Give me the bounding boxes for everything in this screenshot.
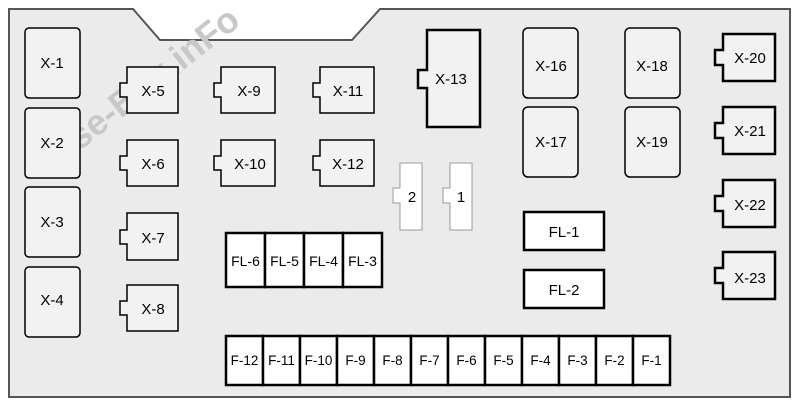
relay-x10-label: X-10 (234, 156, 266, 173)
relay-x13-label: X-13 (435, 71, 467, 88)
fuse-f12-label: F-12 (231, 353, 259, 368)
fusible-link-fl1-label: FL-1 (549, 224, 580, 241)
relay-x16: X-16 (522, 27, 579, 99)
fuse-f9-label: F-9 (345, 353, 365, 368)
relay-x9-label: X-9 (237, 83, 260, 100)
relay-x2-label: X-2 (40, 135, 63, 152)
fuse-f8-label: F-8 (382, 353, 402, 368)
relay-x18: X-18 (624, 27, 681, 99)
relay-x11-label: X-11 (333, 83, 364, 100)
fuse-f6: F-6 (446, 334, 487, 387)
relay-x13: X-13 (416, 28, 482, 129)
spare-slot-1-label: 1 (457, 189, 465, 206)
fuse-f1-label: F-1 (641, 353, 661, 368)
fusible-link-fl3: FL-3 (341, 231, 384, 289)
fusible-link-fl4-label: FL-4 (309, 253, 338, 269)
fusible-link-fl6-label: FL-6 (231, 253, 260, 269)
relay-x19: X-19 (624, 106, 681, 178)
fuse-f12: F-12 (224, 334, 265, 387)
relay-x21: X-21 (713, 105, 777, 156)
relay-x3: X-3 (24, 186, 81, 258)
relay-x11: X-11 (312, 66, 375, 114)
spare-slot-2-label: 2 (408, 189, 416, 206)
fuse-f11: F-11 (261, 334, 302, 387)
fusible-link-fl3-label: FL-3 (348, 253, 377, 269)
fuse-f8: F-8 (372, 334, 413, 387)
relay-x23-label: X-23 (734, 270, 766, 287)
spare-slot-2: 2 (392, 162, 423, 231)
relay-x21-label: X-21 (734, 123, 766, 140)
relay-x20: X-20 (713, 32, 777, 83)
relay-x23: X-23 (713, 250, 777, 301)
fuse-f9: F-9 (335, 334, 376, 387)
fusible-link-fl5-label: FL-5 (270, 253, 299, 269)
fusible-link-group: FL-6 FL-5 FL-4 FL-3 (224, 231, 384, 289)
relay-x2: X-2 (24, 107, 81, 179)
relay-x7-label: X-7 (141, 230, 164, 247)
relay-x3-label: X-3 (40, 214, 63, 231)
relay-x10: X-10 (213, 139, 276, 187)
relay-x6-label: X-6 (141, 156, 164, 173)
fuse-f2: F-2 (594, 334, 635, 387)
relay-x9: X-9 (213, 66, 276, 114)
fuse-f4-label: F-4 (530, 353, 551, 368)
relay-x1-label: X-1 (40, 55, 63, 72)
relay-x17: X-17 (522, 106, 579, 178)
spare-slot-1: 1 (442, 162, 473, 231)
fuse-f11-label: F-11 (268, 353, 295, 368)
relay-x22: X-22 (713, 178, 777, 229)
fusible-link-fl6: FL-6 (224, 231, 267, 289)
relay-x8: X-8 (119, 284, 179, 332)
relay-x12: X-12 (312, 139, 375, 187)
fuse-row: F-12 F-11 F-10 F-9 F-8 F-7 F-6 F-5 F-4 F-3 F-2 F-1 (224, 334, 672, 387)
fuse-f4: F-4 (520, 334, 561, 387)
fuse-f10-label: F-10 (305, 353, 333, 368)
relay-x20-label: X-20 (734, 50, 766, 67)
fuse-f10: F-10 (298, 334, 339, 387)
relay-x16-label: X-16 (535, 58, 567, 75)
relay-x6: X-6 (119, 139, 179, 187)
relay-x5-label: X-5 (141, 83, 164, 100)
fuse-f1: F-1 (631, 334, 672, 387)
fuse-f6-label: F-6 (456, 353, 476, 368)
relay-x4: X-4 (24, 266, 81, 338)
relay-x17-label: X-17 (535, 134, 567, 151)
fusible-link-fl5: FL-5 (263, 231, 306, 289)
fusible-link-fl1: FL-1 (522, 210, 606, 252)
fuse-f7-label: F-7 (419, 353, 439, 368)
fusible-link-fl4: FL-4 (302, 231, 345, 289)
relay-x12-label: X-12 (332, 156, 364, 173)
relay-x7: X-7 (119, 212, 179, 261)
fusible-link-fl2: FL-2 (522, 268, 606, 310)
fuse-f3-label: F-3 (567, 353, 587, 368)
fuse-f5: F-5 (483, 334, 524, 387)
relay-x5: X-5 (119, 66, 179, 114)
relay-x8-label: X-8 (141, 301, 164, 318)
relay-x1: X-1 (24, 27, 81, 99)
fusible-link-fl2-label: FL-2 (549, 282, 580, 299)
fuse-f7: F-7 (409, 334, 450, 387)
fuse-f5-label: F-5 (493, 353, 513, 368)
relay-x22-label: X-22 (734, 197, 766, 214)
relay-x19-label: X-19 (636, 134, 668, 151)
fuse-f2-label: F-2 (604, 353, 624, 368)
fuse-f3: F-3 (557, 334, 598, 387)
relay-x18-label: X-18 (636, 58, 668, 75)
relay-x4-label: X-4 (40, 292, 63, 309)
